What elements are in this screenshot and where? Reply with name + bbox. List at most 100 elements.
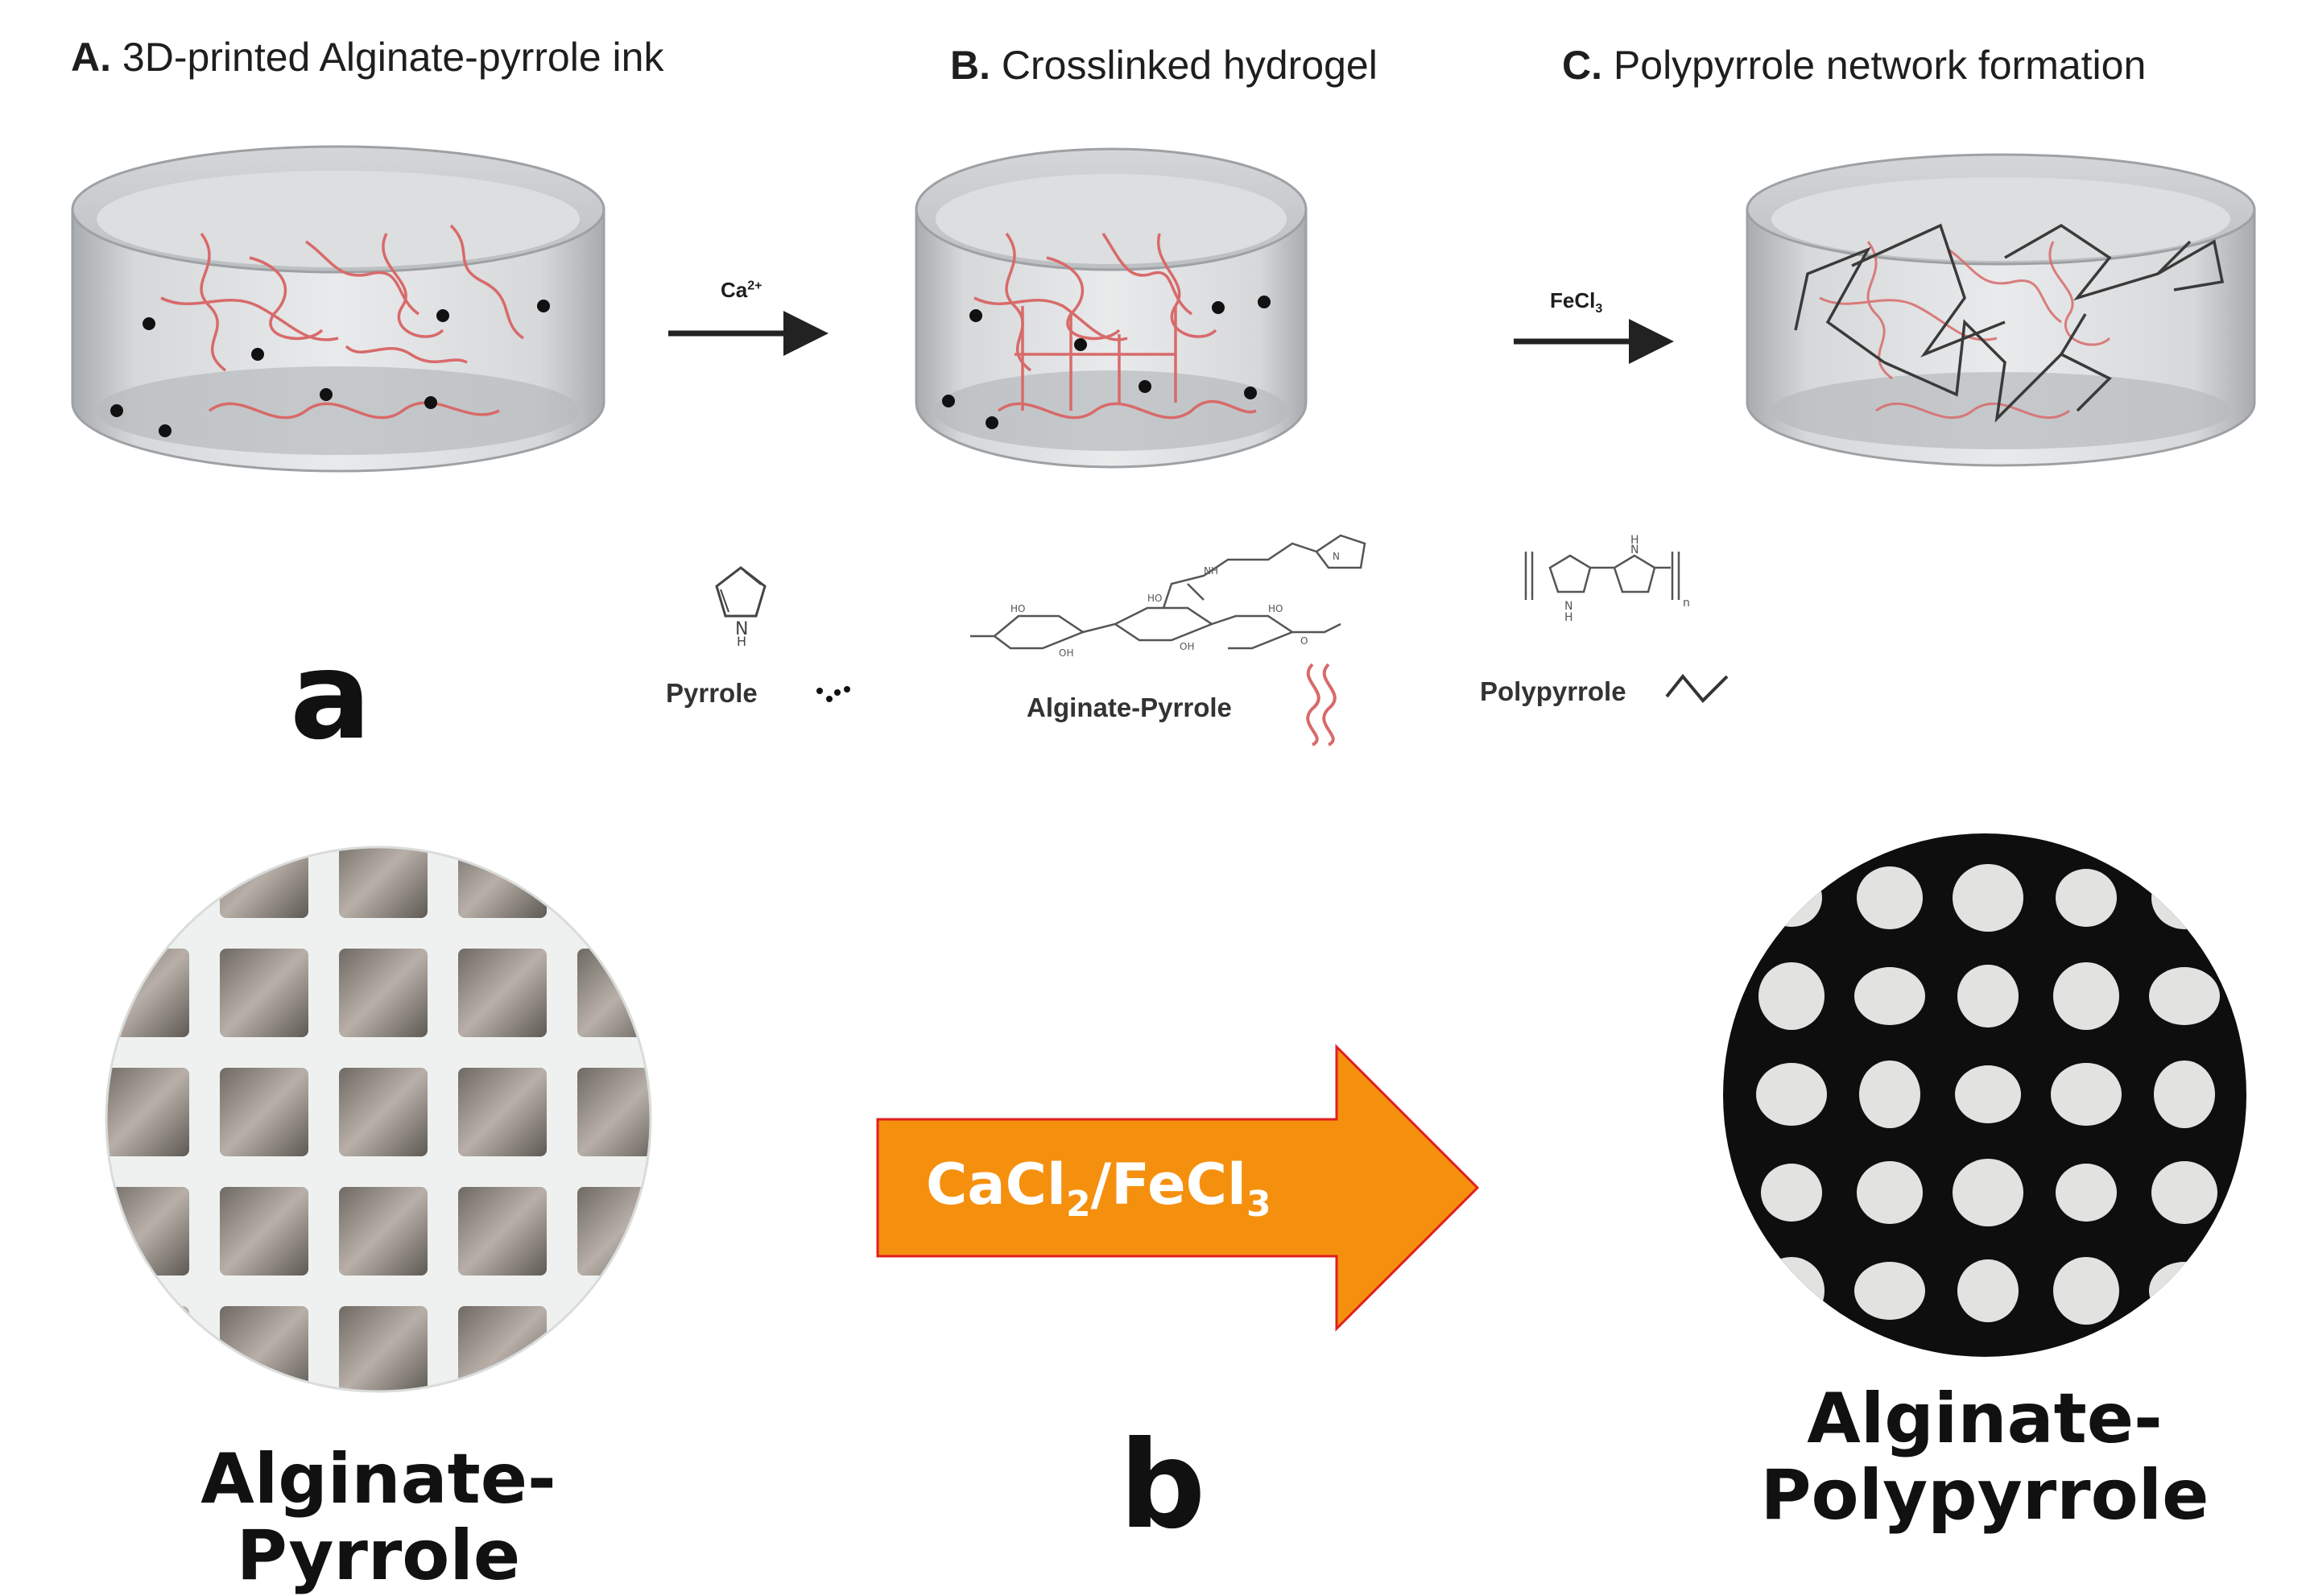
grid-pore <box>339 1187 428 1276</box>
arrow-label-sub-3: 3 <box>1246 1184 1271 1225</box>
printed-dot <box>1953 864 2023 932</box>
right-caption-line-1: Alginate- <box>1807 1379 2163 1459</box>
printed-dot <box>2149 1262 2220 1320</box>
printed-dot <box>1857 1161 1923 1224</box>
printed-dot <box>1854 1262 1925 1320</box>
reagent-iron-chloride: FeCl3 <box>1550 288 1602 316</box>
svg-text:HO: HO <box>1268 603 1283 614</box>
svg-text:HO: HO <box>1010 603 1025 614</box>
pyrrole-dots-a <box>110 300 550 437</box>
grid-pore <box>696 1068 785 1156</box>
pyrrole-dots-b <box>942 296 1271 429</box>
legend-pyrrole-label: Pyrrole <box>666 678 758 708</box>
arrow-label-sub-2: 2 <box>1065 1184 1091 1225</box>
svg-text:O: O <box>1300 635 1308 647</box>
polypyrrole-structure-icon: NH NH n <box>1524 534 1690 624</box>
step-c-text: Polypyrrole network formation <box>1613 43 2147 88</box>
svg-text:OH: OH <box>1059 647 1073 659</box>
grid-pore <box>458 949 547 1037</box>
printed-dot <box>1761 1164 1822 1222</box>
svg-text:N: N <box>1630 544 1639 556</box>
svg-text:HO: HO <box>1147 593 1162 604</box>
grid-pore <box>696 829 785 918</box>
printed-dot <box>1857 866 1923 929</box>
reagent-iron-chloride-base: FeCl <box>1550 288 1596 312</box>
grid-pore <box>458 1306 547 1391</box>
svg-text:n: n <box>1683 597 1690 610</box>
printed-dot <box>2056 1164 2117 1222</box>
grid-pore <box>458 1068 547 1156</box>
svg-text:N: N <box>735 619 748 639</box>
grid-pore <box>220 1068 308 1156</box>
grid-pore <box>577 1068 651 1156</box>
grid-pore <box>577 1187 651 1276</box>
step-b-title: B. Crosslinked hydrogel <box>950 42 1378 89</box>
alginate-polypyrrole-photo <box>1723 833 2246 1357</box>
legend-pyrrole-dots-icon <box>816 686 850 702</box>
left-photo-caption: Alginate-Pyrrole <box>200 1439 556 1596</box>
grid-pore <box>339 1068 428 1156</box>
grid-pore <box>220 949 308 1037</box>
reagent-calcium-charge: 2+ <box>747 279 762 293</box>
printed-dot <box>1957 965 2019 1027</box>
printed-dot <box>2154 1061 2215 1128</box>
grid-pore <box>696 1425 785 1514</box>
grid-pore <box>339 847 428 918</box>
dish-c-illustration <box>1746 153 2256 467</box>
grid-pore <box>106 1068 189 1156</box>
svg-text:H: H <box>1564 611 1573 624</box>
printed-dot <box>2056 869 2117 927</box>
grid-pore <box>106 1306 189 1391</box>
printed-dot <box>2151 866 2217 929</box>
step-a-text: 3D-printed Alginate-pyrrole ink <box>122 35 664 80</box>
grid-pore <box>106 847 189 918</box>
printed-dot <box>1758 962 1825 1030</box>
printed-dot <box>1957 1259 2019 1322</box>
step-c-letter: C. <box>1562 43 1602 88</box>
panel-b-label: b <box>1119 1416 1206 1556</box>
reagent-calcium: Ca2+ <box>721 278 762 303</box>
step-b-letter: B. <box>950 43 990 88</box>
dish-a-illustration <box>71 145 605 473</box>
svg-text:H: H <box>737 634 746 649</box>
process-arrow-label: CaCl2/FeCl3 <box>926 1152 1271 1225</box>
grid-pore <box>220 847 308 918</box>
grid-pore <box>339 1306 428 1391</box>
legend-alginate-pyrrole-label: Alginate-Pyrrole <box>1027 693 1232 722</box>
printed-dot <box>2149 967 2220 1025</box>
printed-dot <box>2151 1161 2217 1224</box>
arrow-label-fecl: /FeCl <box>1090 1152 1246 1218</box>
printed-dot <box>1854 967 1925 1025</box>
pyrrole-structure-icon: N H <box>715 566 767 649</box>
panel-a-label: a <box>290 626 372 767</box>
svg-text:H: H <box>1630 534 1639 547</box>
svg-text:N: N <box>1564 600 1572 613</box>
grid-pore <box>106 1187 189 1276</box>
grid-pore <box>696 949 785 1037</box>
legend-polypyrrole-zigzag-icon <box>1665 673 1729 703</box>
arrow-label-cacl: CaCl <box>926 1152 1066 1218</box>
reagent-iron-chloride-subscript: 3 <box>1595 302 1603 316</box>
crosslinked-chains-b <box>973 232 1257 420</box>
polypyrrole-network-c <box>1794 223 2225 423</box>
alginate-chains-a <box>160 224 525 420</box>
svg-text:NH: NH <box>1204 565 1218 577</box>
grid-pore <box>696 1187 785 1276</box>
svg-text:OH: OH <box>1180 641 1194 652</box>
printed-dot <box>2053 1257 2119 1325</box>
printed-dot <box>1859 1061 1920 1128</box>
grid-pore <box>458 847 547 918</box>
printed-dot <box>1756 1063 1827 1126</box>
step-b-text: Crosslinked hydrogel <box>1001 43 1378 88</box>
reaction-arrow-2 <box>1514 319 1674 364</box>
dish-b-illustration <box>915 147 1308 469</box>
alginate-pyrrole-photo <box>105 846 652 1393</box>
legend-polypyrrole-label: Polypyrrole <box>1480 676 1626 706</box>
step-a-letter: A. <box>71 35 111 80</box>
grid-pore <box>577 1306 651 1391</box>
right-caption-line-2: Polypyrrole <box>1760 1454 2209 1536</box>
printed-dot <box>1758 1257 1825 1325</box>
printed-dot <box>1955 1065 2021 1123</box>
process-arrow <box>876 1044 1480 1332</box>
